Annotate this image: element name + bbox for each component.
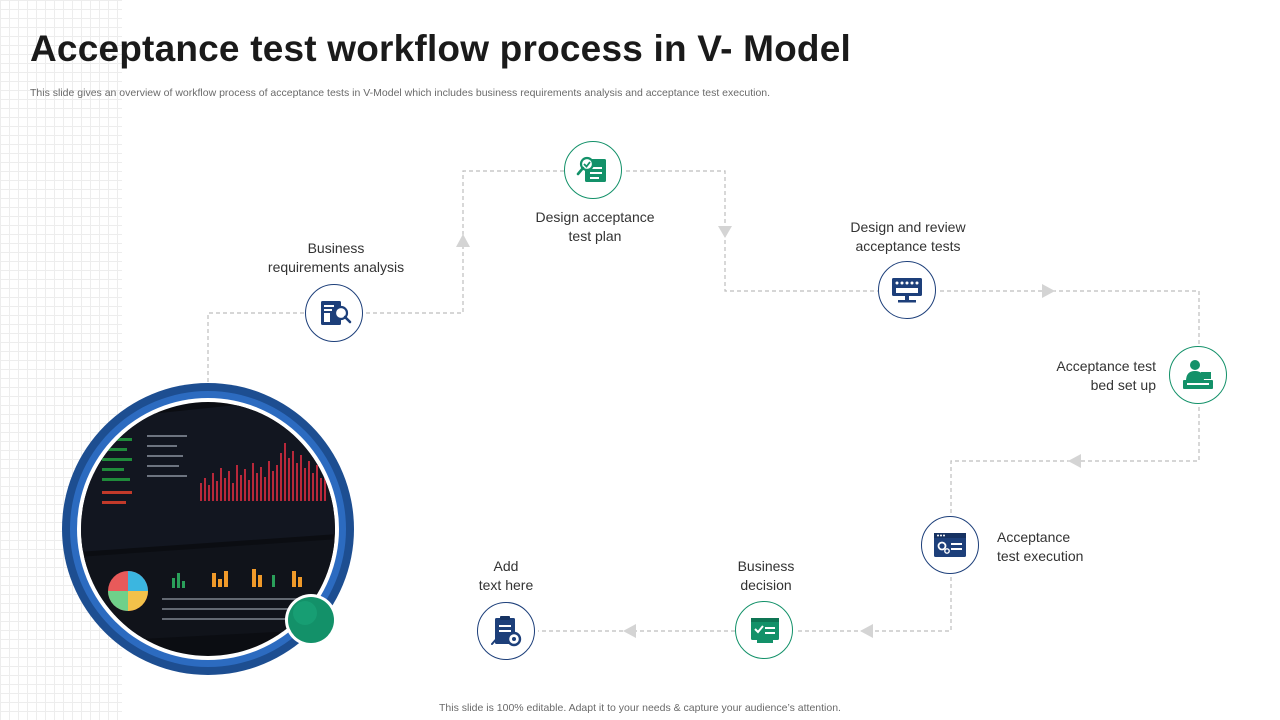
connector-6 [797, 577, 952, 632]
page-footer: This slide is 100% editable. Adapt it to… [439, 702, 841, 714]
arrow-up-icon [456, 234, 470, 247]
step-test-bed-setup-icon [1169, 346, 1227, 404]
connector-3 [626, 170, 878, 292]
step-test-execution-icon [921, 516, 979, 574]
arrow-left-icon [623, 624, 636, 638]
arrow-down-icon [718, 226, 732, 238]
step-test-execution-label: Acceptance test execution [997, 529, 1084, 564]
step-design-test-plan-icon [564, 141, 622, 199]
step-design-test-plan-label: Design acceptance test plan [535, 209, 655, 244]
step-business-requirements-icon [305, 284, 363, 342]
step-add-text-icon [477, 602, 535, 660]
arrow-left-icon [860, 624, 873, 638]
arrow-left-icon [1068, 454, 1081, 468]
checklist-magnifier-icon [576, 156, 606, 182]
settings-window-icon [934, 533, 966, 557]
step-business-requirements-label: Business requirements analysis [267, 240, 405, 275]
step-design-review-tests-label: Design and review acceptance tests [850, 219, 966, 254]
clipboard-gear-icon [491, 616, 522, 647]
rating-screen-icon [892, 278, 922, 303]
document-search-icon [321, 301, 352, 325]
page-subtitle: This slide gives an overview of workflow… [30, 87, 771, 99]
arrow-right-icon [1042, 284, 1055, 298]
step-add-text-label: Add text here [478, 558, 534, 593]
checked-window-icon [751, 618, 779, 643]
step-design-review-tests-icon [878, 261, 936, 319]
step-business-decision-label: Business decision [737, 558, 795, 593]
connector-1 [207, 312, 305, 382]
step-business-decision-icon [735, 601, 793, 659]
dashboard-monitor-image [62, 383, 354, 675]
connector-4 [940, 290, 1200, 346]
step-test-bed-setup-label: Acceptance test bed set up [1056, 358, 1156, 393]
person-at-desk-icon [1183, 360, 1213, 389]
page-title: Acceptance test workflow process in V- M… [30, 28, 851, 69]
